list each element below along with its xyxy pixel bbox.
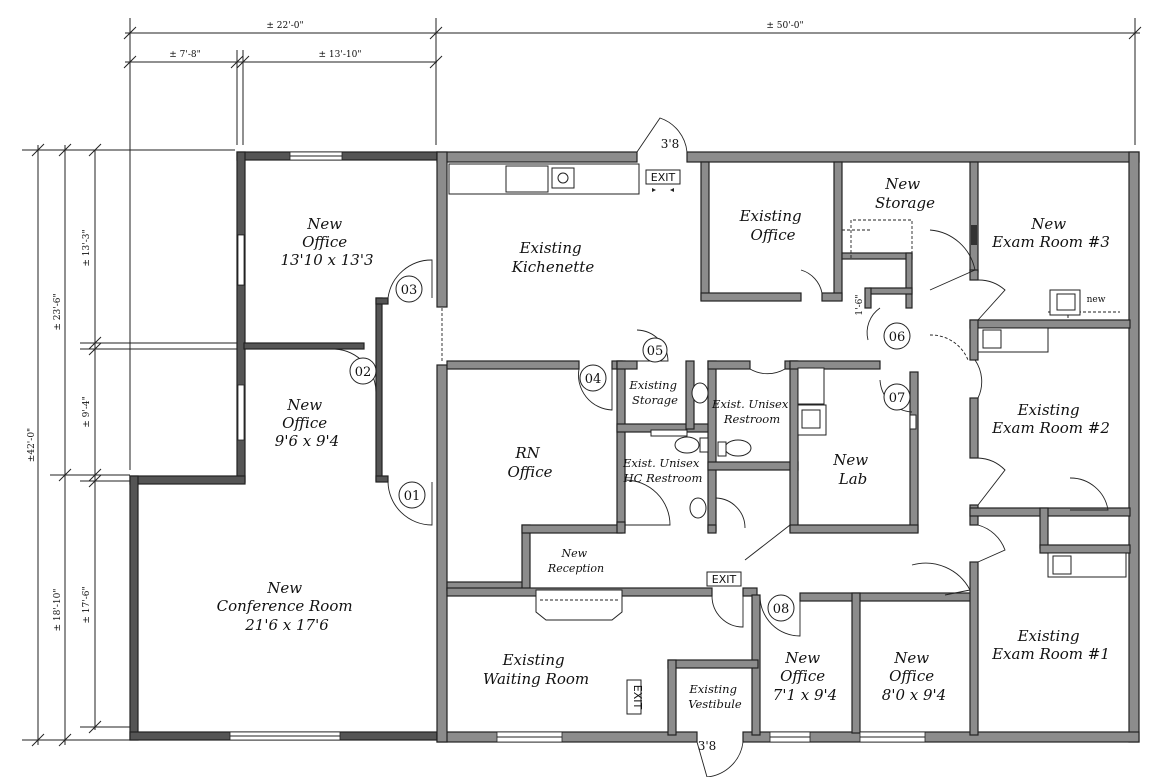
- office-1-label: New Office 13'10 x 13'3: [280, 215, 373, 269]
- exam-room-2-label: Existing Exam Room #2: [991, 401, 1110, 437]
- svg-text:05: 05: [647, 344, 664, 359]
- new-tag: new: [1087, 295, 1106, 305]
- walls: [129, 151, 1140, 743]
- rn-office-label: RN Office: [508, 444, 553, 481]
- svg-text:08: 08: [773, 602, 790, 617]
- dim-left-lower: ± 18'-10": [53, 589, 63, 632]
- dim-top-left: ± 22'-0": [266, 21, 303, 31]
- svg-text:03: 03: [401, 283, 418, 298]
- door-01-marker: 01: [398, 481, 426, 509]
- exam-room-1-label: Existing Exam Room #1: [991, 627, 1110, 663]
- door-width-bottom: 3'8: [698, 739, 717, 753]
- dim-top-sub-1: ± 7'-8": [169, 50, 201, 60]
- sink-1: [691, 382, 709, 404]
- dim-left-total: ±42'-0": [27, 428, 37, 462]
- door-05-marker: 05: [642, 337, 668, 363]
- misc-labels: 3'8 3'8 1'-6" new: [661, 137, 1106, 753]
- svg-text:06: 06: [889, 330, 906, 345]
- dim-left-b: ± 9'-4": [82, 396, 92, 428]
- office-2-label: New Office 9'6 x 9'4: [275, 396, 339, 450]
- exit-sign-vestibule: EXIT: [626, 679, 644, 715]
- reception-desk: [535, 589, 623, 621]
- kitchen-appliance: [505, 165, 549, 193]
- door-06-marker: 06: [883, 322, 911, 350]
- toilet-1: [724, 439, 752, 457]
- door-width-top: 3'8: [661, 137, 680, 151]
- door-08-marker: 08: [767, 594, 795, 622]
- dim-left-a: ± 13'-3": [82, 229, 92, 266]
- svg-text:07: 07: [889, 391, 906, 406]
- kitchenette-label: Existing Kichenette: [511, 239, 595, 276]
- door-03-marker: 03: [395, 275, 423, 303]
- door-02-marker: 02: [349, 357, 377, 385]
- existing-office-label: Existing Office: [739, 207, 807, 244]
- svg-text:EXIT: EXIT: [631, 685, 644, 710]
- svg-text:04: 04: [585, 372, 602, 387]
- new-storage-label: New Storage: [875, 175, 935, 212]
- svg-text:EXIT: EXIT: [712, 573, 737, 586]
- existing-storage-label: Existing Storage: [628, 378, 680, 407]
- dim-top-right: ± 50'-0": [766, 21, 803, 31]
- dimension-labels: ± 22'-0" ± 50'-0" ± 7'-8" ± 13'-10" ±42'…: [27, 21, 804, 631]
- waiting-room-label: Existing Waiting Room: [483, 651, 589, 688]
- sink-2: [689, 497, 707, 519]
- exam-room-3-label: New Exam Room #3: [991, 215, 1110, 251]
- svg-text:EXIT: EXIT: [651, 171, 676, 184]
- dim-left-c: ± 17'-6": [82, 586, 92, 623]
- new-lab-label: New Lab: [832, 451, 873, 488]
- office-7x9-label: New Office 7'1 x 9'4: [773, 649, 837, 704]
- unisex-restroom-label: Exist. Unisex Restroom: [711, 397, 792, 426]
- windows: [229, 151, 977, 743]
- reception-label: New Reception: [547, 547, 604, 575]
- exit-signs: EXIT EXIT EXIT: [626, 169, 742, 715]
- toilet-2: [674, 436, 700, 454]
- svg-text:02: 02: [355, 365, 372, 380]
- hc-restroom-label: Exist. Unisex HC Restroom: [622, 456, 703, 485]
- door-numbers: 01 02 03 04 05 06 07 08: [349, 275, 911, 622]
- door-04-marker: 04: [579, 364, 607, 392]
- dim-top-sub-2: ± 13'-10": [319, 50, 362, 60]
- svg-text:01: 01: [404, 489, 421, 504]
- dim-left-upper: ± 23'-6": [53, 293, 63, 330]
- room-labels: New Office 13'10 x 13'3 New Office 9'6 x…: [217, 175, 1110, 711]
- small-dimension: 1'-6": [855, 294, 865, 315]
- exit-sign-top: EXIT: [645, 169, 681, 192]
- fixtures: [448, 163, 1127, 621]
- door-07-marker: 07: [883, 383, 911, 411]
- exit-sign-reception: EXIT: [706, 571, 742, 587]
- vestibule-label: Existing Vestibule: [688, 682, 742, 711]
- lab-cabinet: [797, 367, 825, 405]
- office-8x9-label: New Office 8'0 x 9'4: [882, 649, 946, 704]
- dimension-lines: [22, 18, 1142, 747]
- conference-room-label: New Conference Room 21'6 x 17'6: [217, 579, 358, 634]
